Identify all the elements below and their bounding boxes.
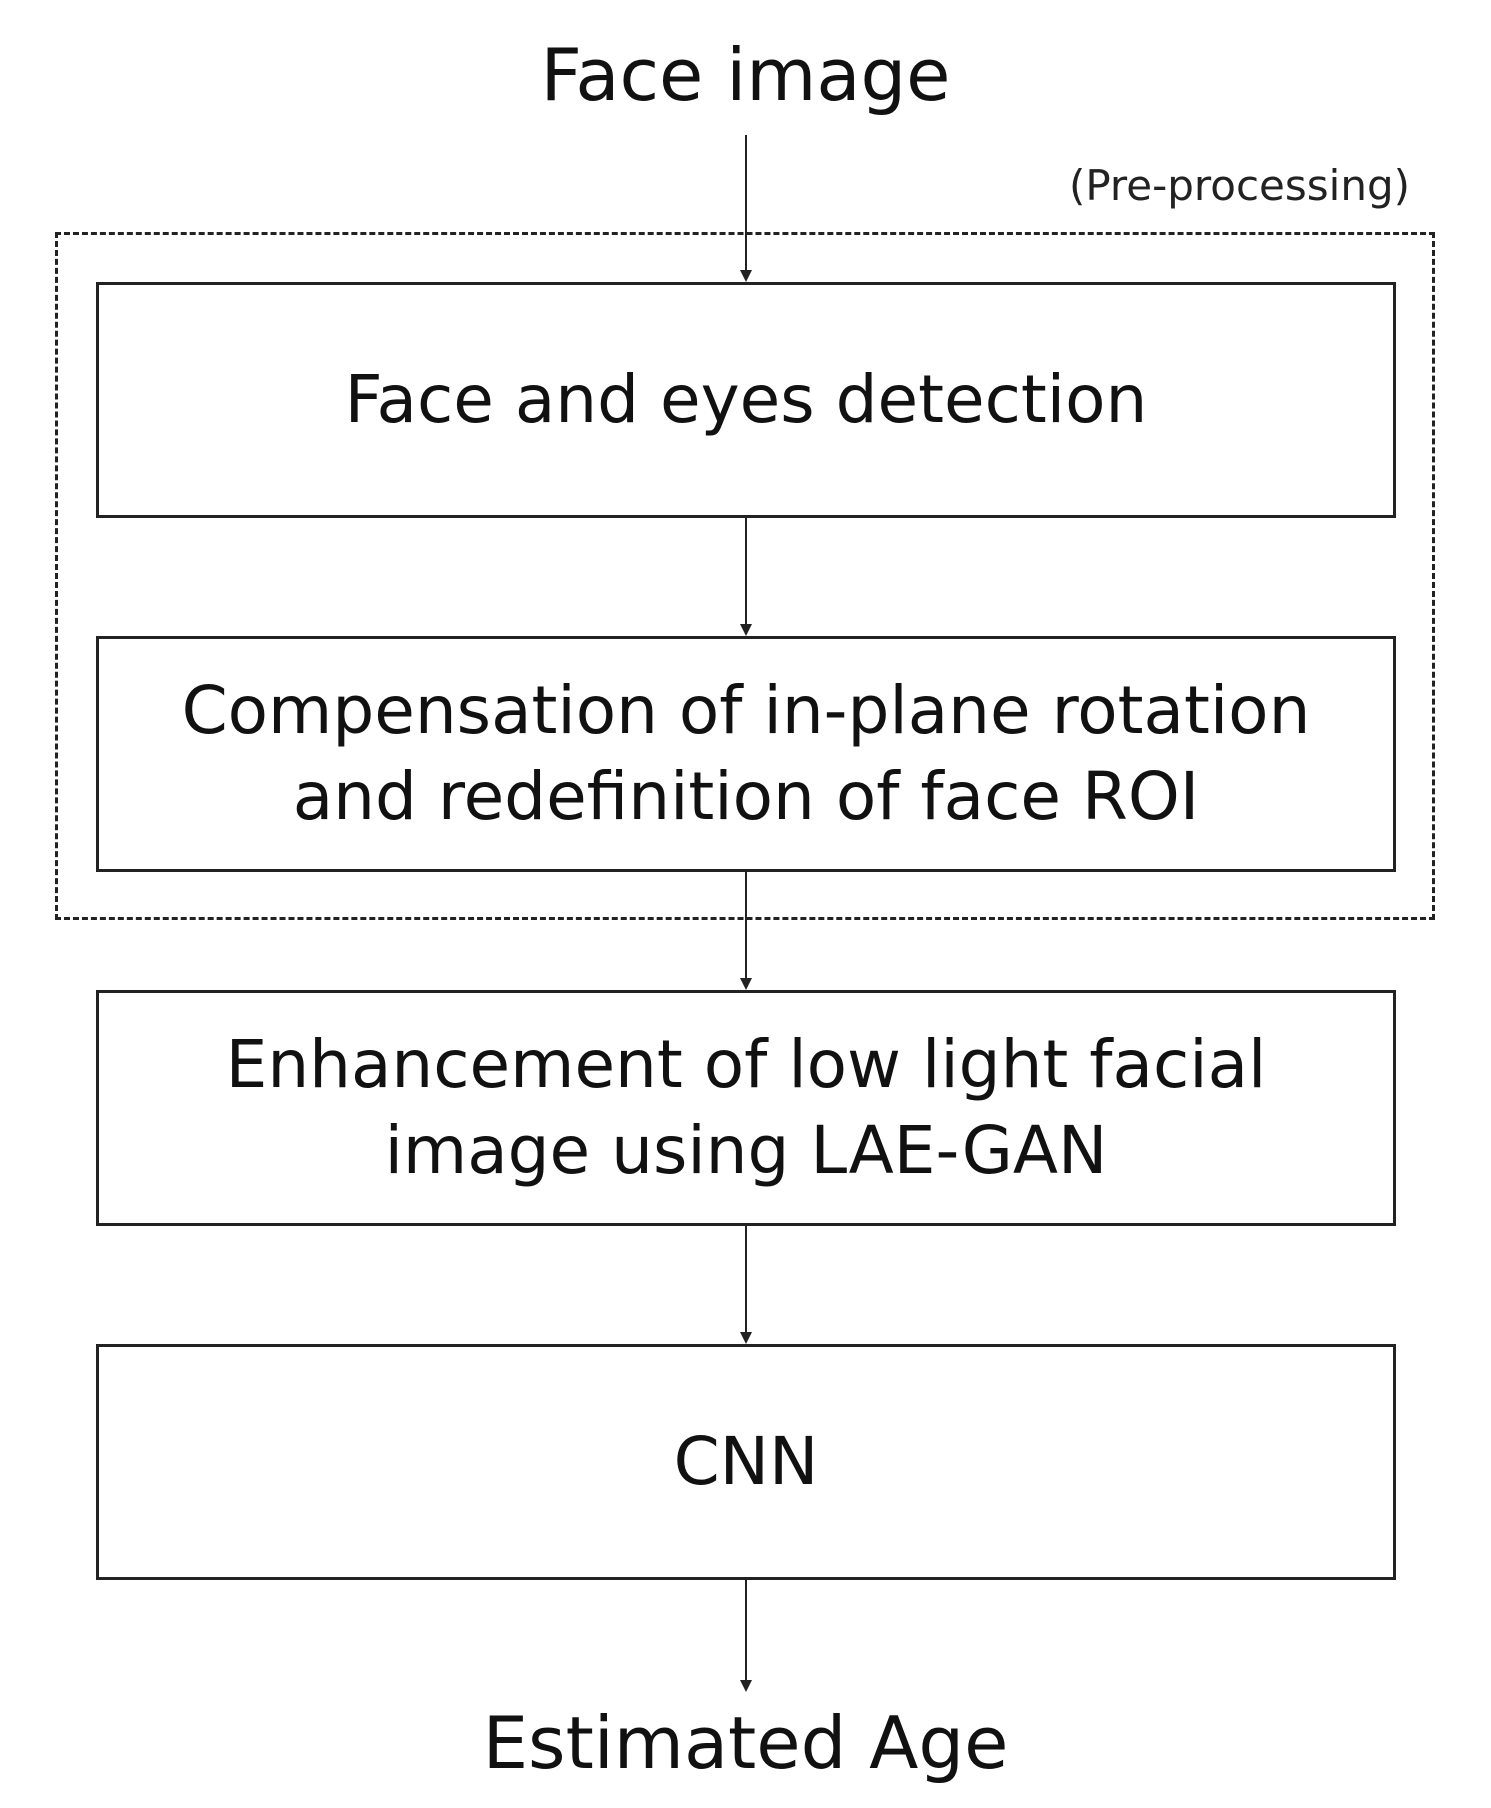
step-label: Compensation of in-plane rotation and re… xyxy=(181,672,1311,835)
input-label: Face image xyxy=(540,33,951,117)
preprocessing-caption: (Pre-processing) xyxy=(1068,161,1410,210)
step-low-light-enhancement: Enhancement of low light facial image us… xyxy=(96,990,1396,1226)
step-cnn: CNN xyxy=(96,1344,1396,1580)
output-label: Estimated Age xyxy=(482,1701,1009,1785)
step-label: CNN xyxy=(673,1423,819,1500)
step-rotation-compensation: Compensation of in-plane rotation and re… xyxy=(96,636,1396,872)
step-face-eyes-detection: Face and eyes detection xyxy=(96,282,1396,518)
step-label: Enhancement of low light facial image us… xyxy=(225,1026,1267,1189)
step-label: Face and eyes detection xyxy=(344,361,1148,438)
